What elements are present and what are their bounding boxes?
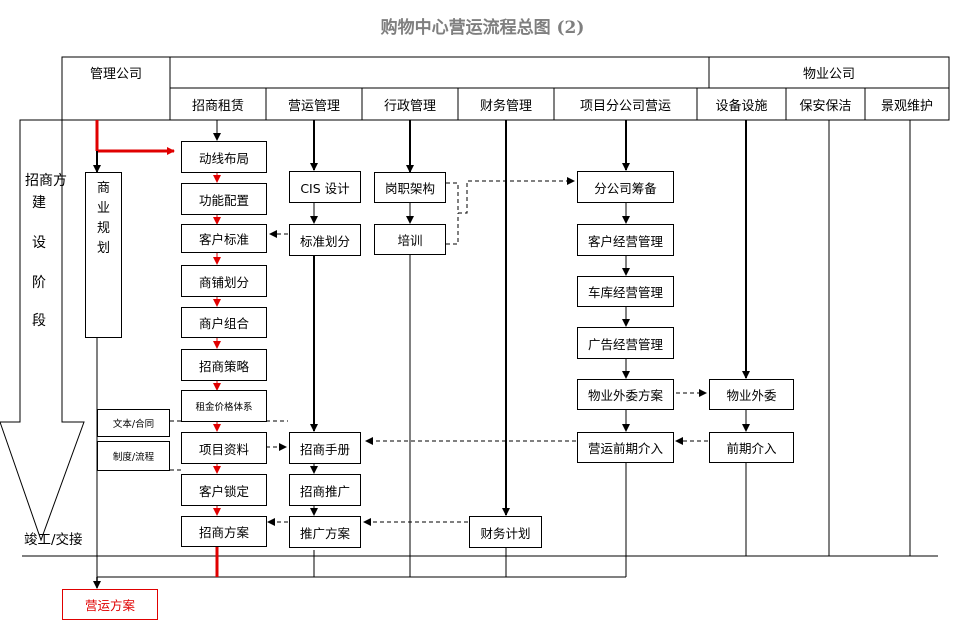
node-ops-early-involvement: 营运前期介入 [577,432,674,463]
node-leasing-promotion: 招商推广 [289,474,361,506]
node-property-outsource-plan: 物业外委方案 [577,379,674,410]
dashed-connectors [170,177,708,526]
node-branch-prep: 分公司筹备 [577,171,674,203]
node-rent-price-system: 租金价格体系 [181,390,267,422]
header-col-landscape: 景观维护 [880,98,933,114]
node-merchant-mix: 商户组合 [181,307,267,338]
node-ad-ops: 广告经营管理 [577,327,674,359]
node-leasing-manual: 招商手册 [289,432,361,464]
node-flow-layout: 动线布局 [181,141,267,173]
header-col-operations: 营运管理 [287,98,340,114]
header-col-branch-operations: 项目分公司营运 [579,98,671,114]
node-text-contract: 文本/合同 [97,409,170,437]
phase-completion-label: 竣工/交接 [24,532,83,548]
header-col-administration: 行政管理 [383,98,436,114]
header-col-equipment: 设备设施 [715,98,768,114]
node-customer-lock: 客户锁定 [181,474,267,506]
node-operations-plan: 营运方案 [62,589,158,620]
node-property-outsource: 物业外委 [709,379,794,410]
node-system-process: 制度/流程 [97,441,170,471]
phase-construction-label: 招商方 建 设 阶 段 [25,173,67,329]
node-cis-design: CIS 设计 [289,171,361,203]
node-standard-division: 标准划分 [289,224,361,256]
page-title: 购物中心营运流程总图 (2) [380,18,585,38]
node-commercial-planning: 商 业 规 划 [85,172,122,338]
baselines [22,555,938,578]
node-leasing-strategy: 招商策略 [181,349,267,381]
node-customer-ops: 客户经营管理 [577,224,674,256]
header-col-security-cleaning: 保安保洁 [799,98,852,114]
node-customer-standard: 客户标准 [181,224,267,253]
node-garage-ops: 车库经营管理 [577,276,674,307]
node-financial-plan: 财务计划 [469,516,542,548]
node-early-involvement: 前期介入 [709,432,794,463]
node-function-config: 功能配置 [181,183,267,215]
phase-arrow [0,119,85,542]
header-col-finance: 财务管理 [479,98,532,114]
red-connectors [95,120,219,577]
lane-lines [96,120,911,580]
node-project-materials: 项目资料 [181,432,267,464]
node-org-structure: 岗职架构 [374,172,446,203]
header-col-leasing: 招商租赁 [191,98,244,114]
node-promotion-plan: 推广方案 [289,516,361,548]
node-training: 培训 [374,224,446,255]
node-leasing-plan: 招商方案 [181,516,267,547]
header-property-company: 物业公司 [802,67,855,82]
node-shop-division: 商铺划分 [181,265,267,297]
header-management-company: 管理公司 [89,67,142,82]
